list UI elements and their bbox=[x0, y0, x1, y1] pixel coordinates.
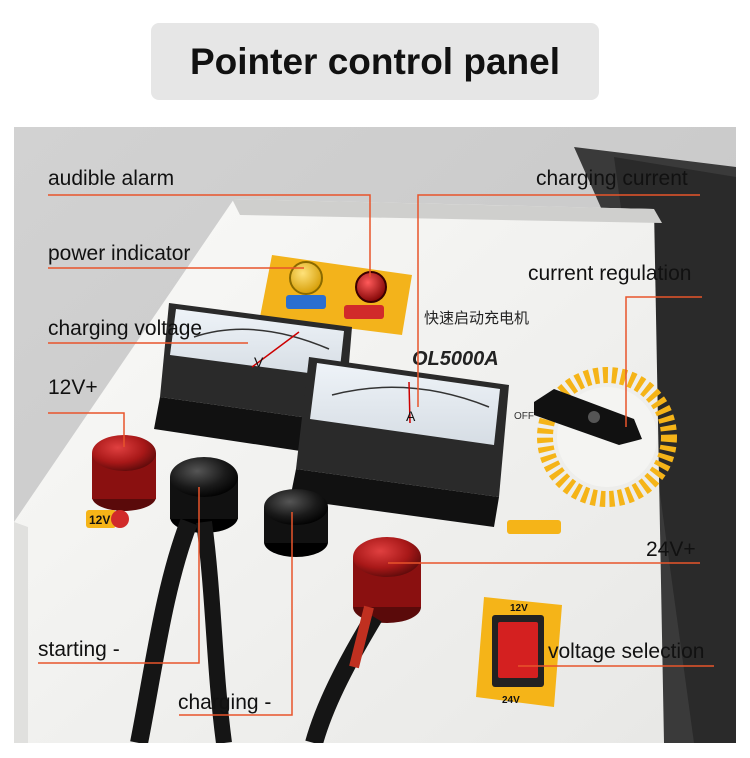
label-voltage-selection: voltage selection bbox=[548, 640, 705, 663]
label-charging-current: charging current bbox=[536, 167, 688, 190]
page-title: Pointer control panel bbox=[189, 41, 561, 82]
label-power-indicator: power indicator bbox=[48, 242, 191, 265]
label-24v-plus: 24V+ bbox=[646, 538, 696, 561]
title-banner: Pointer control panel bbox=[151, 23, 599, 100]
label-current-regulation: current regulation bbox=[528, 262, 692, 285]
switch-top-label: 12V bbox=[510, 603, 528, 614]
switch-bottom-label: 24V bbox=[502, 695, 520, 706]
model-name-cn: 快速启动充电机 bbox=[424, 310, 529, 327]
tag-12v: 12V bbox=[89, 513, 110, 527]
label-12v-plus: 12V+ bbox=[48, 376, 98, 399]
label-audible-alarm: audible alarm bbox=[48, 167, 175, 190]
leader-lines bbox=[38, 194, 714, 716]
label-charging-minus: charging - bbox=[178, 691, 272, 714]
label-charging-voltage: charging voltage bbox=[48, 317, 203, 340]
ammeter-unit: A bbox=[406, 408, 416, 424]
dial-off-label: OFF bbox=[514, 411, 534, 422]
voltmeter-unit: V bbox=[254, 354, 264, 370]
product-photo: 快速启动充电机 OL5000A V A OFF 12V bbox=[14, 127, 736, 743]
model-number: OL5000A bbox=[412, 348, 499, 370]
label-starting-minus: starting - bbox=[38, 638, 120, 661]
